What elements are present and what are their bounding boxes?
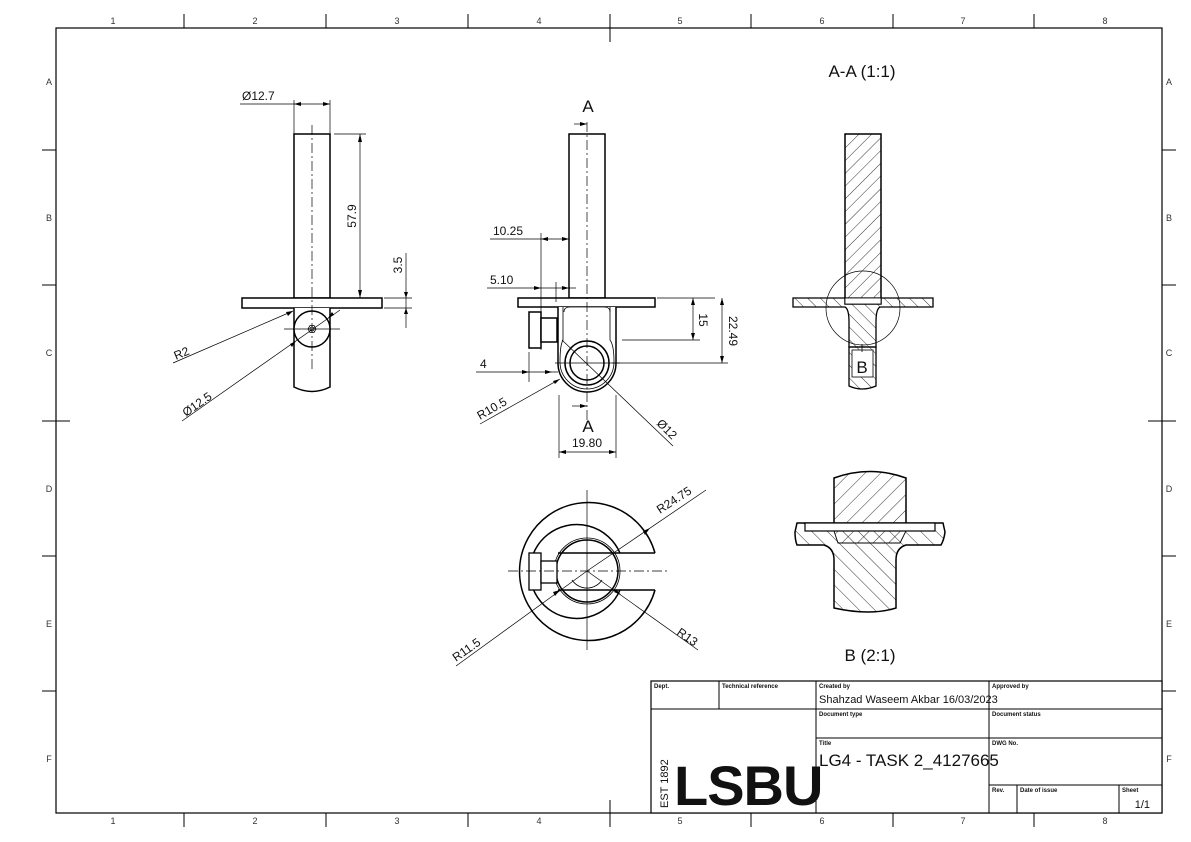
zone-col-5: 5 <box>677 16 682 26</box>
zone-col-3: 3 <box>394 16 399 26</box>
zone-col-1: 1 <box>110 16 115 26</box>
title-label: Title <box>819 741 832 747</box>
zone-labels-right: A B C D E F <box>1166 77 1173 764</box>
section-aa-view: A-A (1:1) B <box>792 62 934 390</box>
detail-b-title: B (2:1) <box>844 646 895 665</box>
zone-labels-left: A B C D E F <box>46 77 53 764</box>
zone-row-f-right: F <box>1166 754 1172 764</box>
title-block: Dept. Technical reference Created by Sha… <box>650 680 1163 817</box>
zone-col-6-bottom: 6 <box>819 816 824 826</box>
zone-col-1-bottom: 1 <box>110 816 115 826</box>
zone-labels-top: 1 2 3 4 5 6 7 8 <box>110 16 1107 26</box>
zone-row-a-right: A <box>1166 77 1172 87</box>
zone-col-2-bottom: 2 <box>252 816 257 826</box>
zone-col-4-bottom: 4 <box>536 816 541 826</box>
title-value: LG4 - TASK 2_4127665 <box>819 751 999 770</box>
created-by-value: Shahzad Waseem Akbar 16/03/2023 <box>819 694 998 706</box>
sheet-label: Sheet <box>1122 788 1138 794</box>
sheet-frame <box>42 14 1176 827</box>
doc-status-label: Document status <box>992 712 1041 718</box>
side-view: Ø12.7 57.9 3.5 R2 Ø12.5 <box>172 89 412 422</box>
zone-row-e-right: E <box>1166 619 1172 629</box>
dim-10-25: 10.25 <box>493 224 523 238</box>
lsbu-est-text: EST 1892 <box>659 759 671 808</box>
zone-col-4: 4 <box>536 16 541 26</box>
zone-row-c-right: C <box>1166 348 1173 358</box>
doc-type-label: Document type <box>819 712 863 718</box>
section-marker-a-bottom: A <box>582 417 594 436</box>
zone-row-e: E <box>46 619 52 629</box>
zone-col-7-bottom: 7 <box>960 816 965 826</box>
zone-col-2: 2 <box>252 16 257 26</box>
approved-by-label: Approved by <box>992 684 1029 690</box>
section-marker-a-top: A <box>582 97 594 116</box>
dim-ball-dia: Ø12.5 <box>180 389 215 419</box>
zone-labels-bottom: 1 2 3 4 5 6 7 8 <box>110 816 1107 826</box>
dim-19-80: 19.80 <box>572 436 602 450</box>
dim-r13: R13 <box>674 625 700 649</box>
zone-row-c: C <box>46 348 53 358</box>
dim-height: 57.9 <box>345 204 359 228</box>
dim-5-10: 5.10 <box>490 273 514 287</box>
dept-label: Dept. <box>654 684 669 690</box>
zone-row-b: B <box>46 213 52 223</box>
dim-4: 4 <box>480 357 487 371</box>
section-aa-title: A-A (1:1) <box>828 62 895 81</box>
zone-row-b-right: B <box>1166 213 1172 223</box>
zone-col-8: 8 <box>1102 16 1107 26</box>
zone-row-a: A <box>46 77 52 87</box>
dim-flange-thickness: 3.5 <box>391 256 405 273</box>
dim-r10-5: R10.5 <box>475 394 510 422</box>
dwg-no-label: DWG No. <box>992 741 1018 747</box>
sheet-value: 1/1 <box>1135 799 1150 811</box>
dim-hole-dia: Ø12 <box>654 416 680 442</box>
zone-col-3-bottom: 3 <box>394 816 399 826</box>
zone-col-7: 7 <box>960 16 965 26</box>
zone-col-5-bottom: 5 <box>677 816 682 826</box>
dim-r11-5: R11.5 <box>450 635 484 665</box>
top-view: R24.75 R11.5 R13 <box>450 484 707 667</box>
zone-col-8-bottom: 8 <box>1102 816 1107 826</box>
dim-fillet-radius: R2 <box>172 344 192 363</box>
front-view: A A 10.25 5.10 4 15 22.49 <box>475 97 740 458</box>
dim-15: 15 <box>696 313 710 327</box>
tech-ref-label: Technical reference <box>722 684 779 690</box>
created-by-label: Created by <box>819 684 851 690</box>
zone-row-d: D <box>46 484 53 494</box>
dim-shaft-dia: Ø12.7 <box>242 89 275 103</box>
detail-b-view: B (2:1) <box>794 470 946 665</box>
detail-b-marker: B <box>856 358 867 377</box>
date-of-issue-label: Date of issue <box>1020 788 1058 794</box>
dim-22-49: 22.49 <box>726 316 740 346</box>
zone-row-f: F <box>46 754 52 764</box>
zone-col-6: 6 <box>819 16 824 26</box>
rev-label: Rev. <box>992 788 1005 794</box>
zone-row-d-right: D <box>1166 484 1173 494</box>
lsbu-logo: LSBU <box>674 754 822 817</box>
